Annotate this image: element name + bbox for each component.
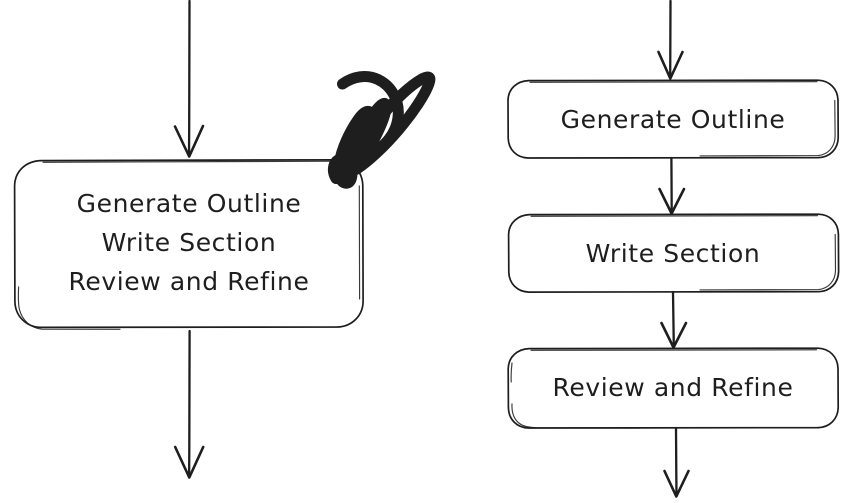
right-arrow-in bbox=[657, 0, 684, 80]
left-arrow-in bbox=[173, 0, 205, 158]
right-node-2-label: Write Section bbox=[586, 239, 761, 268]
right-arrow-out bbox=[663, 426, 690, 498]
right-panel: Generate Outline Write Section bbox=[507, 0, 840, 498]
left-node-line-1: Generate Outline bbox=[77, 189, 302, 218]
left-node-line-2: Write Section bbox=[102, 228, 277, 257]
scribble-mark bbox=[327, 71, 436, 189]
right-node-3-label: Review and Refine bbox=[553, 373, 794, 402]
right-node-1-label: Generate Outline bbox=[561, 105, 786, 134]
right-arrow-2-3 bbox=[660, 290, 688, 349]
right-node-1[interactable]: Generate Outline bbox=[507, 79, 840, 159]
right-node-3[interactable]: Review and Refine bbox=[507, 347, 840, 429]
left-node-line-3: Review and Refine bbox=[69, 267, 310, 296]
right-node-2[interactable]: Write Section bbox=[507, 213, 840, 293]
left-arrow-out bbox=[173, 329, 205, 479]
left-merged-node[interactable]: Generate Outline Write Section Review an… bbox=[13, 158, 364, 330]
right-arrow-1-2 bbox=[658, 156, 686, 215]
left-panel: Generate Outline Write Section Review an… bbox=[13, 0, 436, 479]
